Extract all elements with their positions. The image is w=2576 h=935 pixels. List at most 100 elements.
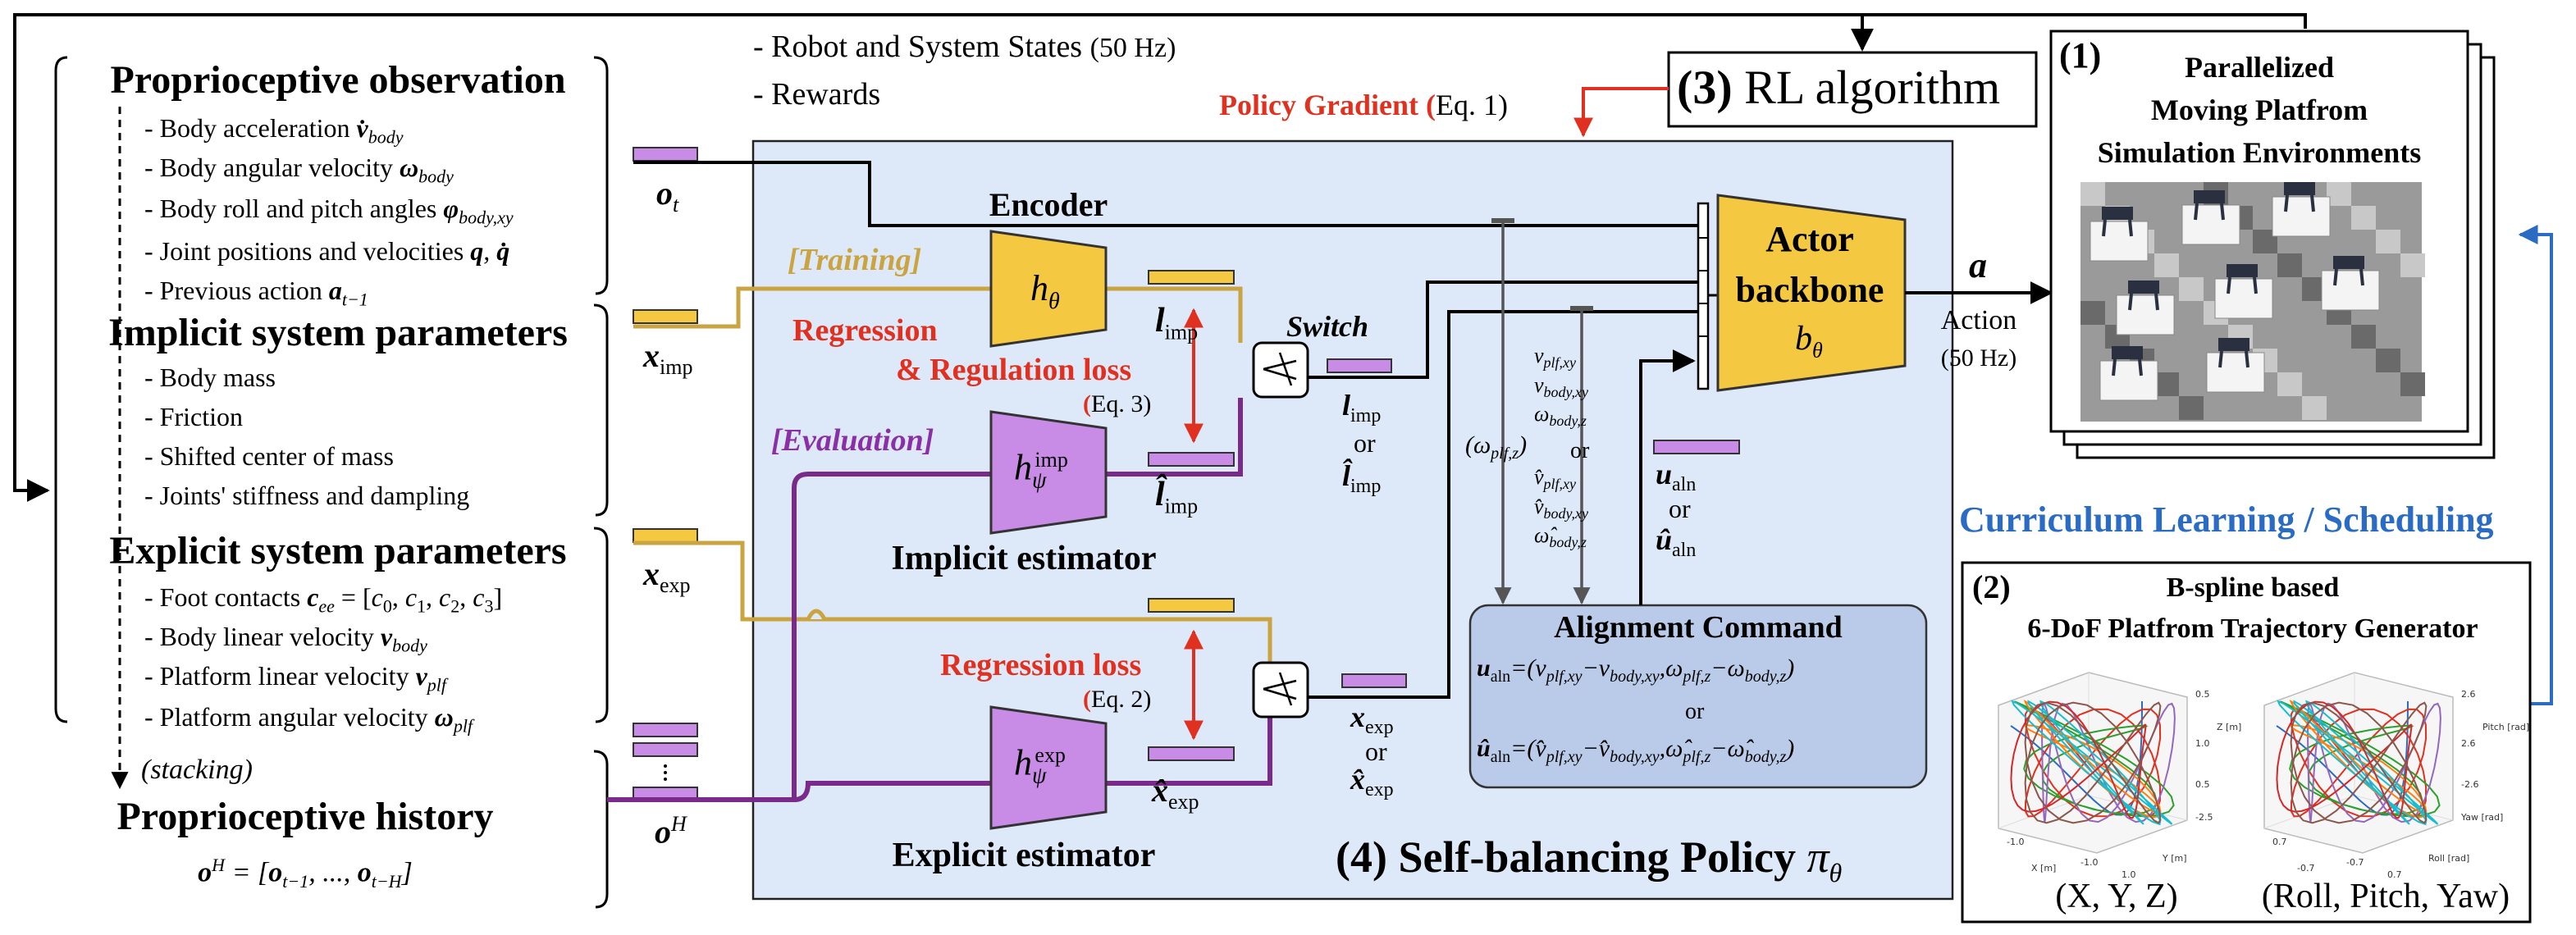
implicit-estimator (989, 410, 1108, 535)
regression-label: Regression loss (940, 648, 1142, 682)
regression-reg-2: & Regulation loss (896, 353, 1132, 387)
training-path (633, 286, 991, 329)
explicit-title: Explicit system parameters (109, 529, 567, 572)
x-exp-symbol: xexp (643, 555, 691, 597)
explicit-item-2: - Body linear velocity vbody (144, 622, 427, 656)
spline-title-1: B-spline based (2166, 572, 2340, 603)
svg-text:2.6: 2.6 (2461, 738, 2476, 749)
action-symbol: a (1969, 245, 1987, 285)
bracket-prop-obs (54, 56, 68, 723)
svg-text:-1.0: -1.0 (2080, 857, 2098, 868)
actor-label-1: Actor (1765, 219, 1854, 259)
switch-label: Switch (1286, 310, 1369, 343)
alignment-line (1639, 349, 1696, 605)
regression-reg-1: Regression (792, 313, 938, 348)
spline-num: (2) (1972, 568, 2011, 605)
switch-implicit (1252, 341, 1309, 399)
alignment-eq-2: ûaln=(v̂plf,xy−v̂body,xy,ω̂plf,z−ω̂body,… (1477, 735, 1795, 766)
sim-title-2: Moving Platfrom (2150, 94, 2368, 126)
switch-exp-or: or (1365, 737, 1387, 766)
explicit-estimator (989, 705, 1108, 830)
svg-text:1.0: 1.0 (2195, 738, 2210, 749)
prop-obs-item-1: - Body acceleration v̇body (144, 113, 404, 148)
x-imp-symbol: ximp (643, 337, 693, 379)
action-rate: (50 Hz) (1940, 344, 2017, 372)
svg-text:-2.6: -2.6 (2461, 779, 2478, 790)
prop-obs-item-5: - Previous action at−1 (144, 276, 368, 310)
svg-text:0.7: 0.7 (2272, 837, 2287, 847)
svg-text:-2.5: -2.5 (2195, 812, 2213, 823)
token-x-exp (633, 528, 698, 543)
omega-plf-z-symbol: (ωplf,z) (1465, 431, 1528, 463)
prop-obs-item-3: - Body roll and pitch angles φbody,xy (144, 194, 514, 228)
svg-text:Pitch [rad]: Pitch [rad] (2482, 722, 2529, 732)
prop-obs-title: Proprioceptive observation (110, 58, 566, 102)
explicit-estimator-label: Explicit estimator (892, 837, 1156, 874)
alignment-eq-1: ualn=(vplf,xy−vbody,xy,ωplf,z−ωbody,z) (1477, 654, 1795, 686)
h-psi-imp-symbol: hψimp (1014, 447, 1068, 494)
o-h-symbol: oH (655, 812, 687, 851)
action-label: Action (1940, 305, 2017, 335)
evaluation-label: [Evaluation] (771, 423, 934, 458)
svg-text:0.7: 0.7 (2387, 869, 2402, 880)
explicit-gold-path (633, 540, 1272, 663)
alignment-command-box (1468, 604, 1928, 789)
xyz-label: (X, Y, Z) (2055, 878, 2178, 915)
feedback-line (13, 13, 2307, 502)
svg-text:Y [m]: Y [m] (2162, 853, 2187, 864)
token-history-2 (633, 742, 698, 757)
l-imp-symbol: limp (1155, 302, 1199, 344)
evaluation-path (607, 472, 991, 802)
implicit-title: Implicit system parameters (108, 311, 568, 354)
simulation-image (2080, 182, 2425, 422)
alignment-title: Alignment Command (1554, 610, 1843, 645)
alignment-or: or (1685, 699, 1705, 724)
switch-imp-or: or (1354, 428, 1376, 458)
history-title: Proprioceptive history (116, 795, 494, 838)
prop-obs-item-2: - Body angular velocity ωbody (144, 153, 454, 187)
explicit-item-1: - Foot contacts cee = [c0, c1, c2, c3] (144, 582, 503, 617)
regression-reg-eq: (Eq. 3) (1083, 390, 1152, 417)
svg-text:0.5: 0.5 (2195, 689, 2210, 700)
token-x-imp (633, 309, 698, 324)
rewards-label: - Rewards (753, 77, 881, 112)
x-hat-exp-symbol: x̂exp (1152, 772, 1199, 814)
sim-title-1: Parallelized (2185, 51, 2334, 84)
u-aln-or: or (1669, 494, 1691, 523)
implicit-item-2: - Friction (144, 402, 243, 431)
svg-text:2.6: 2.6 (2461, 689, 2476, 700)
switch-imp-out: limp (1342, 389, 1382, 427)
svg-text:Roll [rad]: Roll [rad] (2428, 853, 2469, 864)
training-label: [Training] (788, 243, 922, 277)
history-formula: oH = [ot−1, ..., ot−H] (198, 855, 413, 892)
policy-gradient-label: Policy Gradient (Eq. 1) (1219, 89, 1508, 121)
xyz-plot: 0.51.00.5-2.5Z [m]Y [m]X [m]-1.01.0-1.0 (1998, 672, 2241, 880)
switch-exp-out: xexp (1350, 700, 1394, 739)
svg-text:Z [m]: Z [m] (2217, 722, 2241, 732)
svg-text:Yaw [rad]: Yaw [rad] (2460, 812, 2503, 823)
policy-gradient-arrow (1573, 87, 1669, 138)
prop-obs-item-4: - Joint positions and velocities q, q̇ (144, 236, 510, 266)
curriculum-label: Curriculum Learning / Scheduling (1959, 499, 2494, 540)
spline-title-2: 6-DoF Platfrom Trajectory Generator (2027, 613, 2478, 644)
encoder-h-theta (989, 230, 1108, 348)
sim-num: (1) (2059, 35, 2102, 75)
explicit-item-4: - Platform angular velocity ωplf (144, 702, 473, 737)
svg-text:-1.0: -1.0 (2007, 837, 2024, 847)
l-hat-imp-symbol: l̂imp (1155, 476, 1199, 518)
svg-text:0.5: 0.5 (2195, 779, 2210, 790)
actor-backbone (1716, 194, 1907, 392)
u-hat-aln-symbol: ûaln (1656, 523, 1697, 562)
token-o-t (633, 147, 698, 162)
implicit-item-1: - Body mass (144, 363, 276, 392)
actor-label-2: backbone (1735, 270, 1884, 310)
stacking-label: (stacking) (141, 755, 253, 785)
regression-eq: (Eq. 2) (1083, 686, 1152, 713)
h-psi-exp-symbol: hψexp (1014, 742, 1066, 789)
svg-text:1.0: 1.0 (2122, 869, 2136, 880)
switch-imp-out-hat: l̂imp (1342, 459, 1382, 498)
b-theta-symbol: bθ (1795, 320, 1823, 363)
